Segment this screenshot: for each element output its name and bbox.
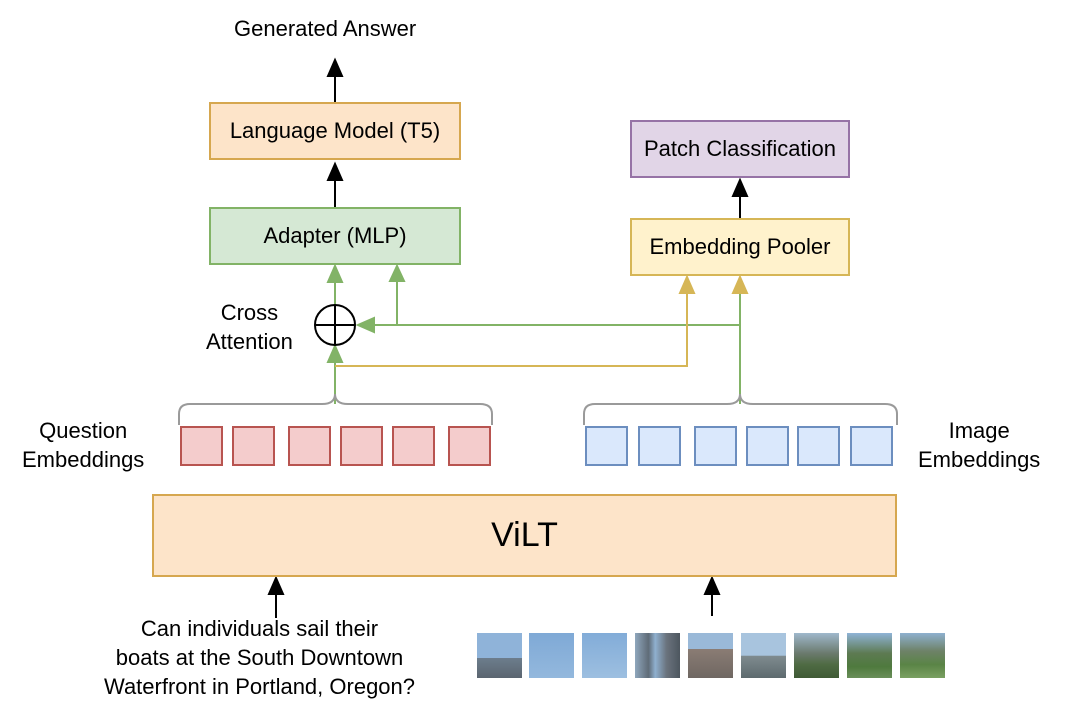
image-embedding-token: [585, 426, 628, 466]
generated-answer-label: Generated Answer: [234, 16, 417, 41]
image-patch: [794, 633, 839, 678]
question-embeddings-label: Question Embeddings: [22, 416, 144, 474]
question-embeddings-line2: Embeddings: [22, 447, 145, 472]
adapter-box: Adapter (MLP): [209, 207, 461, 265]
patch-classification-box: Patch Classification: [630, 120, 850, 178]
image-patch: [635, 633, 680, 678]
image-embedding-token: [746, 426, 789, 466]
cross-attention-operator: [314, 304, 356, 346]
image-patch: [847, 633, 892, 678]
image-patch: [900, 633, 945, 678]
cross-attention-label-line2: Attention: [206, 329, 293, 354]
question-text-line2: boats at the South Downtown: [115, 645, 404, 670]
question-text-line3: Waterfront in Portland, Oregon?: [104, 674, 416, 699]
vilt-box: ViLT: [152, 494, 897, 577]
question-text: Can individuals sail their boats at the …: [104, 614, 415, 701]
question-embedding-token: [232, 426, 275, 466]
language-model-box: Language Model (T5): [209, 102, 461, 160]
question-embeddings-line1: Question: [39, 418, 128, 443]
green-arrows: [326, 263, 749, 404]
question-text-line1: Can individuals sail their: [140, 616, 379, 641]
image-embedding-token: [797, 426, 840, 466]
adapter-label: Adapter (MLP): [263, 223, 407, 248]
vilt-label: ViLT: [491, 516, 558, 554]
image-brace: [583, 393, 898, 425]
yellow-arrow: [335, 274, 696, 367]
embedding-pooler-label: Embedding Pooler: [649, 234, 831, 259]
embedding-pooler-box: Embedding Pooler: [630, 218, 850, 276]
patch-classification-label: Patch Classification: [644, 136, 836, 161]
image-embeddings-line2: Embeddings: [918, 447, 1041, 472]
image-patch: [582, 633, 627, 678]
image-embeddings-line1: Image: [948, 418, 1010, 443]
question-embedding-token: [340, 426, 383, 466]
question-embedding-token: [180, 426, 223, 466]
language-model-label: Language Model (T5): [229, 118, 441, 143]
image-embedding-token: [850, 426, 893, 466]
image-embedding-token: [638, 426, 681, 466]
question-embedding-token: [448, 426, 491, 466]
question-embedding-token: [288, 426, 331, 466]
image-embedding-token: [694, 426, 737, 466]
image-patch: [529, 633, 574, 678]
cross-attention-label-line1: Cross: [220, 300, 279, 325]
black-arrows: [267, 57, 749, 618]
question-brace: [178, 393, 493, 425]
question-embedding-token: [392, 426, 435, 466]
cross-attention-label: Cross Attention: [206, 298, 293, 356]
image-embeddings-label: Image Embeddings: [918, 416, 1040, 474]
image-patch: [477, 633, 522, 678]
image-patch: [688, 633, 733, 678]
image-patch: [741, 633, 786, 678]
